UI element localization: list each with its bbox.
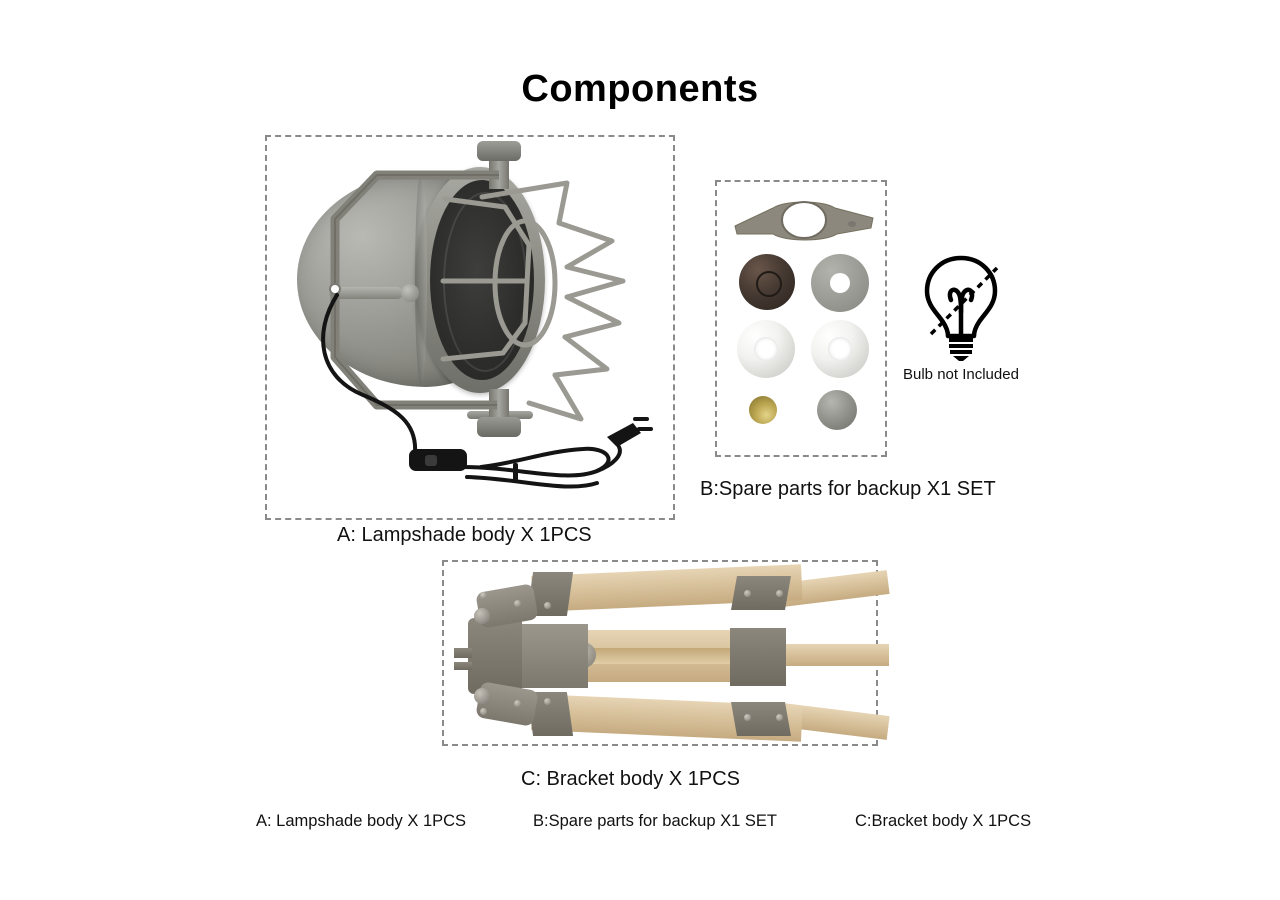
panel-lampshade [265,135,675,520]
legend-item-b: B:Spare parts for backup X1 SET [533,812,777,830]
bracket-collar [520,624,588,688]
bracket-screw [744,714,751,721]
lamp-side-handle [329,287,403,299]
bulb-not-included-graphic [903,250,1019,362]
gray-washer-part [811,254,869,312]
lamp-side-knob [401,284,419,302]
panel-bracket [442,560,890,746]
bracket-screw [776,590,783,597]
brass-ball-part [749,396,777,424]
caption-spare-parts: B:Spare parts for backup X1 SET [700,478,996,500]
page-title: Components [521,68,759,110]
white-ring-part [811,320,869,378]
bracket-screw [514,600,521,607]
dark-disc-part [739,254,795,310]
spare-part-cell [809,254,873,314]
lamp-body-seam [415,173,427,385]
lamp-power-cord [321,293,653,489]
bracket-screw [514,700,521,707]
bracket-end-tab [454,648,472,658]
bracket-screw [480,708,487,715]
white-ring-part [737,320,795,378]
dashed-strike-line [929,266,999,336]
spare-parts-illustration [717,182,885,455]
spare-part-cell [809,320,873,380]
bracket-end-tab [454,662,472,670]
caption-lampshade: A: Lampshade body X 1PCS [337,524,592,546]
bracket-screw [744,590,751,597]
spare-part-cell [735,388,799,448]
light-bulb-icon [924,255,999,361]
legend-item-c: C:Bracket body X 1PCS [855,812,1032,830]
bracket-metal-plate [730,628,786,686]
lamp-bottom-stem [489,389,509,419]
bulb-not-included-note: Bulb not Included [903,366,1019,383]
bracket-screw [544,698,551,705]
bracket-pivot-bolt [474,688,490,704]
lamp-yoke-bracket [329,170,499,410]
bracket-pivot-bolt [474,608,490,624]
lamp-wire-guard [440,180,626,422]
bracket-head [468,618,522,694]
spare-part-cell [735,320,799,380]
lamp-bottom-thumbscrew [477,417,521,437]
bracket-center-slot [584,648,736,664]
bracket-screw [480,592,487,599]
spare-parts-grid [731,254,877,446]
spare-part-cell [809,388,873,448]
cord-inline-switch [409,449,467,471]
bracket-wood-leg [774,644,889,666]
caption-bracket: C: Bracket body X 1PCS [521,768,740,790]
bracket-screw [776,714,783,721]
lampshade-illustration [267,137,673,518]
panel-spare-parts [715,180,887,457]
legend-item-a: A: Lampshade body X 1PCS [256,812,467,830]
gray-ball-part [817,390,857,430]
bracket-screw [544,602,551,609]
legend-row: A: Lampshade body X 1PCS B:Spare parts f… [0,812,1280,840]
bracket-illustration [444,562,890,744]
lamp-top-thumbscrew [477,141,521,161]
spare-part-cell [735,254,799,314]
cord-plug [607,417,653,447]
wing-nut-part [734,201,874,241]
